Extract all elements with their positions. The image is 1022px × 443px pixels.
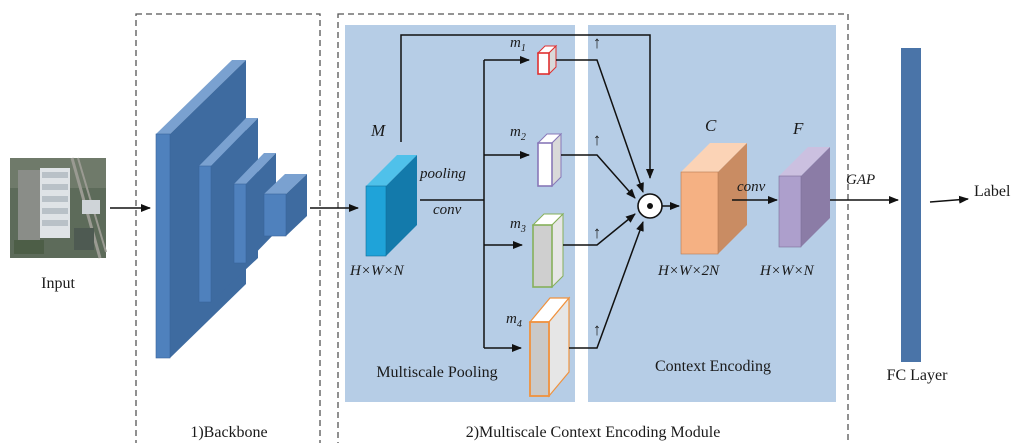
pooled-block-m1 bbox=[536, 44, 558, 76]
pooled-label-m1: m1 bbox=[510, 35, 526, 54]
module-box bbox=[337, 13, 849, 443]
upsample-symbol-3: ↑ bbox=[593, 223, 602, 242]
feature-m-name: M bbox=[370, 121, 386, 140]
feature-f-dims: H×W×N bbox=[759, 263, 815, 279]
feature-m-block bbox=[365, 155, 417, 257]
op-pooling: pooling bbox=[419, 166, 466, 182]
fc-layer-bar bbox=[901, 48, 921, 362]
skip-connection bbox=[400, 34, 654, 179]
backbone-caption: 1)Backbone bbox=[190, 424, 267, 441]
pooled-block-m4 bbox=[528, 296, 571, 398]
pooled-label-m4: m4 bbox=[506, 311, 522, 330]
feature-c-name: C bbox=[705, 116, 717, 135]
output-label: Label bbox=[974, 183, 1011, 200]
fc-layer-label: FC Layer bbox=[887, 367, 949, 384]
input-label: Input bbox=[41, 275, 75, 292]
feature-m-dims: H×W×N bbox=[349, 263, 405, 279]
upsample-symbol-2: ↑ bbox=[593, 130, 602, 149]
section-label-encoding: Context Encoding bbox=[655, 358, 771, 375]
fusion-paths bbox=[556, 59, 644, 349]
backbone-layer-4 bbox=[263, 174, 307, 237]
op-gap: GAP bbox=[846, 172, 875, 188]
pooled-block-m2 bbox=[536, 132, 563, 188]
elementwise-multiply-node bbox=[637, 193, 663, 219]
input-image bbox=[10, 157, 107, 259]
op-conv-1: conv bbox=[433, 202, 462, 218]
section-label-pooling: Multiscale Pooling bbox=[376, 364, 497, 381]
feature-c-block bbox=[680, 143, 747, 255]
feature-f-block bbox=[778, 147, 830, 248]
feature-c-dims: H×W×2N bbox=[657, 263, 720, 279]
upsample-symbol-4: ↑ bbox=[593, 320, 602, 339]
pooled-block-m3 bbox=[531, 212, 565, 289]
pooling-branches bbox=[420, 56, 530, 352]
arrow-fc-label bbox=[929, 195, 969, 204]
op-conv-2: conv bbox=[737, 179, 766, 195]
backbone-box bbox=[135, 13, 321, 443]
upsample-symbol-1: ↑ bbox=[593, 33, 602, 52]
module-caption: 2)Multiscale Context Encoding Module bbox=[466, 424, 721, 441]
pooled-label-m2: m2 bbox=[510, 124, 526, 143]
pooled-label-m3: m3 bbox=[510, 216, 526, 235]
feature-f-name: F bbox=[792, 119, 804, 138]
